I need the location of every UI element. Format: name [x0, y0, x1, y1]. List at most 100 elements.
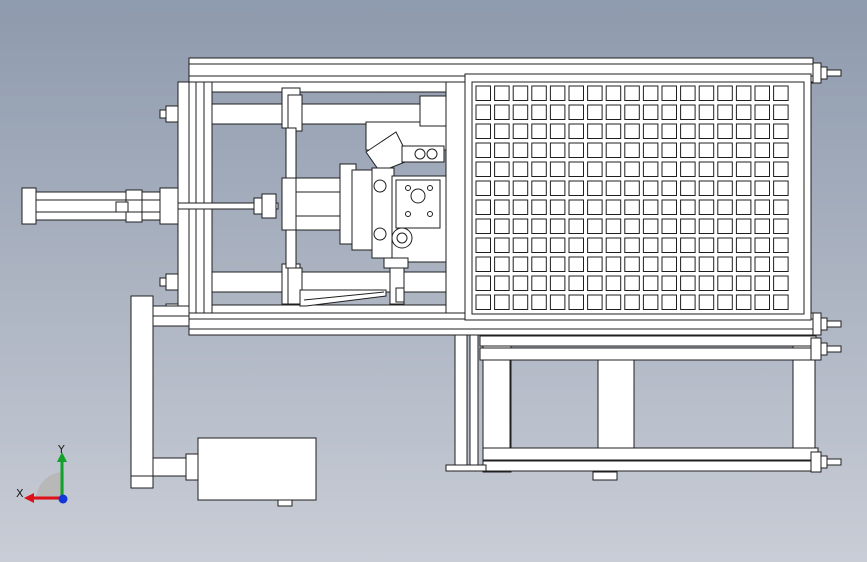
mesh-cell	[661, 256, 677, 272]
mesh-cell	[773, 104, 789, 120]
y-arrowhead	[57, 452, 67, 462]
mesh-cell	[680, 256, 696, 272]
mesh-cell	[605, 218, 622, 234]
mesh-cell	[735, 104, 752, 120]
mesh-cell	[512, 256, 529, 272]
mesh-cell	[531, 123, 547, 139]
mesh-cell	[549, 237, 566, 253]
mesh-cell	[587, 142, 603, 158]
mesh-cell	[568, 161, 584, 177]
mesh-cell	[475, 85, 491, 101]
mesh-cell	[549, 294, 566, 310]
mesh-cell	[735, 85, 752, 101]
mesh-cell	[661, 161, 677, 177]
machine-assembly[interactable]	[21, 57, 842, 507]
mesh-cell	[494, 180, 510, 196]
mesh-cell	[642, 199, 659, 215]
mesh-cell	[549, 161, 566, 177]
mesh-cell	[512, 161, 529, 177]
mesh-cell	[605, 237, 622, 253]
mesh-cell	[642, 218, 659, 234]
mesh-cell	[773, 218, 789, 234]
mesh-cell	[661, 142, 677, 158]
mesh-cell	[642, 104, 659, 120]
mesh-cell	[717, 161, 733, 177]
mesh-cell	[549, 85, 566, 101]
mesh-cell	[494, 275, 510, 291]
mesh-cell	[531, 85, 547, 101]
mesh-cell	[568, 142, 584, 158]
mesh-cell	[568, 180, 584, 196]
mesh-cell	[531, 199, 547, 215]
mesh-cell	[568, 275, 584, 291]
mesh-cell	[568, 104, 584, 120]
mesh-cell	[642, 161, 659, 177]
mesh-cell	[773, 85, 789, 101]
mesh-cell	[549, 218, 566, 234]
mesh-guard	[464, 73, 812, 321]
mesh-cell	[680, 104, 696, 120]
mesh-cell	[587, 275, 603, 291]
mesh-cell	[624, 142, 640, 158]
mesh-cell	[568, 85, 584, 101]
mesh-cell	[754, 85, 770, 101]
mesh-cell	[494, 104, 510, 120]
mesh-cell	[494, 199, 510, 215]
mesh-cell	[680, 294, 696, 310]
mesh-cell	[605, 161, 622, 177]
mesh-cell	[754, 275, 770, 291]
mesh-cell	[587, 237, 603, 253]
mesh-cell	[698, 104, 715, 120]
mesh-cell	[680, 85, 696, 101]
mesh-cell	[661, 294, 677, 310]
mesh-cell	[642, 256, 659, 272]
mesh-cell	[531, 294, 547, 310]
mesh-cell	[717, 142, 733, 158]
clamp-mechanism	[339, 95, 447, 305]
crank-arm	[130, 295, 190, 489]
mesh-cell	[531, 142, 547, 158]
mesh-cell	[568, 237, 584, 253]
mesh-cell	[624, 161, 640, 177]
bottom-support-frame	[445, 333, 819, 481]
mesh-cell	[661, 180, 677, 196]
mesh-cell	[735, 123, 752, 139]
mesh-cell	[549, 104, 566, 120]
mesh-cell	[698, 294, 715, 310]
mesh-cell	[568, 294, 584, 310]
mesh-cell	[605, 180, 622, 196]
mesh-cell	[680, 123, 696, 139]
mesh-cell	[494, 123, 510, 139]
mesh-cell	[549, 123, 566, 139]
mesh-cell	[475, 294, 491, 310]
x-axis-label: X	[16, 487, 24, 500]
mesh-cell	[549, 142, 566, 158]
coordinate-triad[interactable]: Y X	[16, 443, 68, 504]
mesh-cell	[475, 180, 491, 196]
mesh-cell	[494, 218, 510, 234]
mesh-cell	[587, 161, 603, 177]
mesh-cell	[512, 180, 529, 196]
mesh-cell	[698, 199, 715, 215]
mesh-cell	[549, 199, 566, 215]
mesh-cell	[494, 142, 510, 158]
mesh-cell	[605, 294, 622, 310]
mesh-cell	[661, 218, 677, 234]
mesh-cell	[717, 237, 733, 253]
mesh-cell	[773, 237, 789, 253]
mesh-cell	[642, 180, 659, 196]
mesh-cell	[661, 275, 677, 291]
mesh-cell	[642, 142, 659, 158]
mesh-cell	[475, 123, 491, 139]
mesh-cell	[754, 237, 770, 253]
mesh-cell	[717, 275, 733, 291]
mesh-cell	[698, 123, 715, 139]
mesh-cell	[512, 294, 529, 310]
mesh-cell	[773, 199, 789, 215]
mesh-cell	[605, 104, 622, 120]
mesh-cell	[698, 218, 715, 234]
mesh-cell	[773, 142, 789, 158]
mesh-cell	[773, 275, 789, 291]
